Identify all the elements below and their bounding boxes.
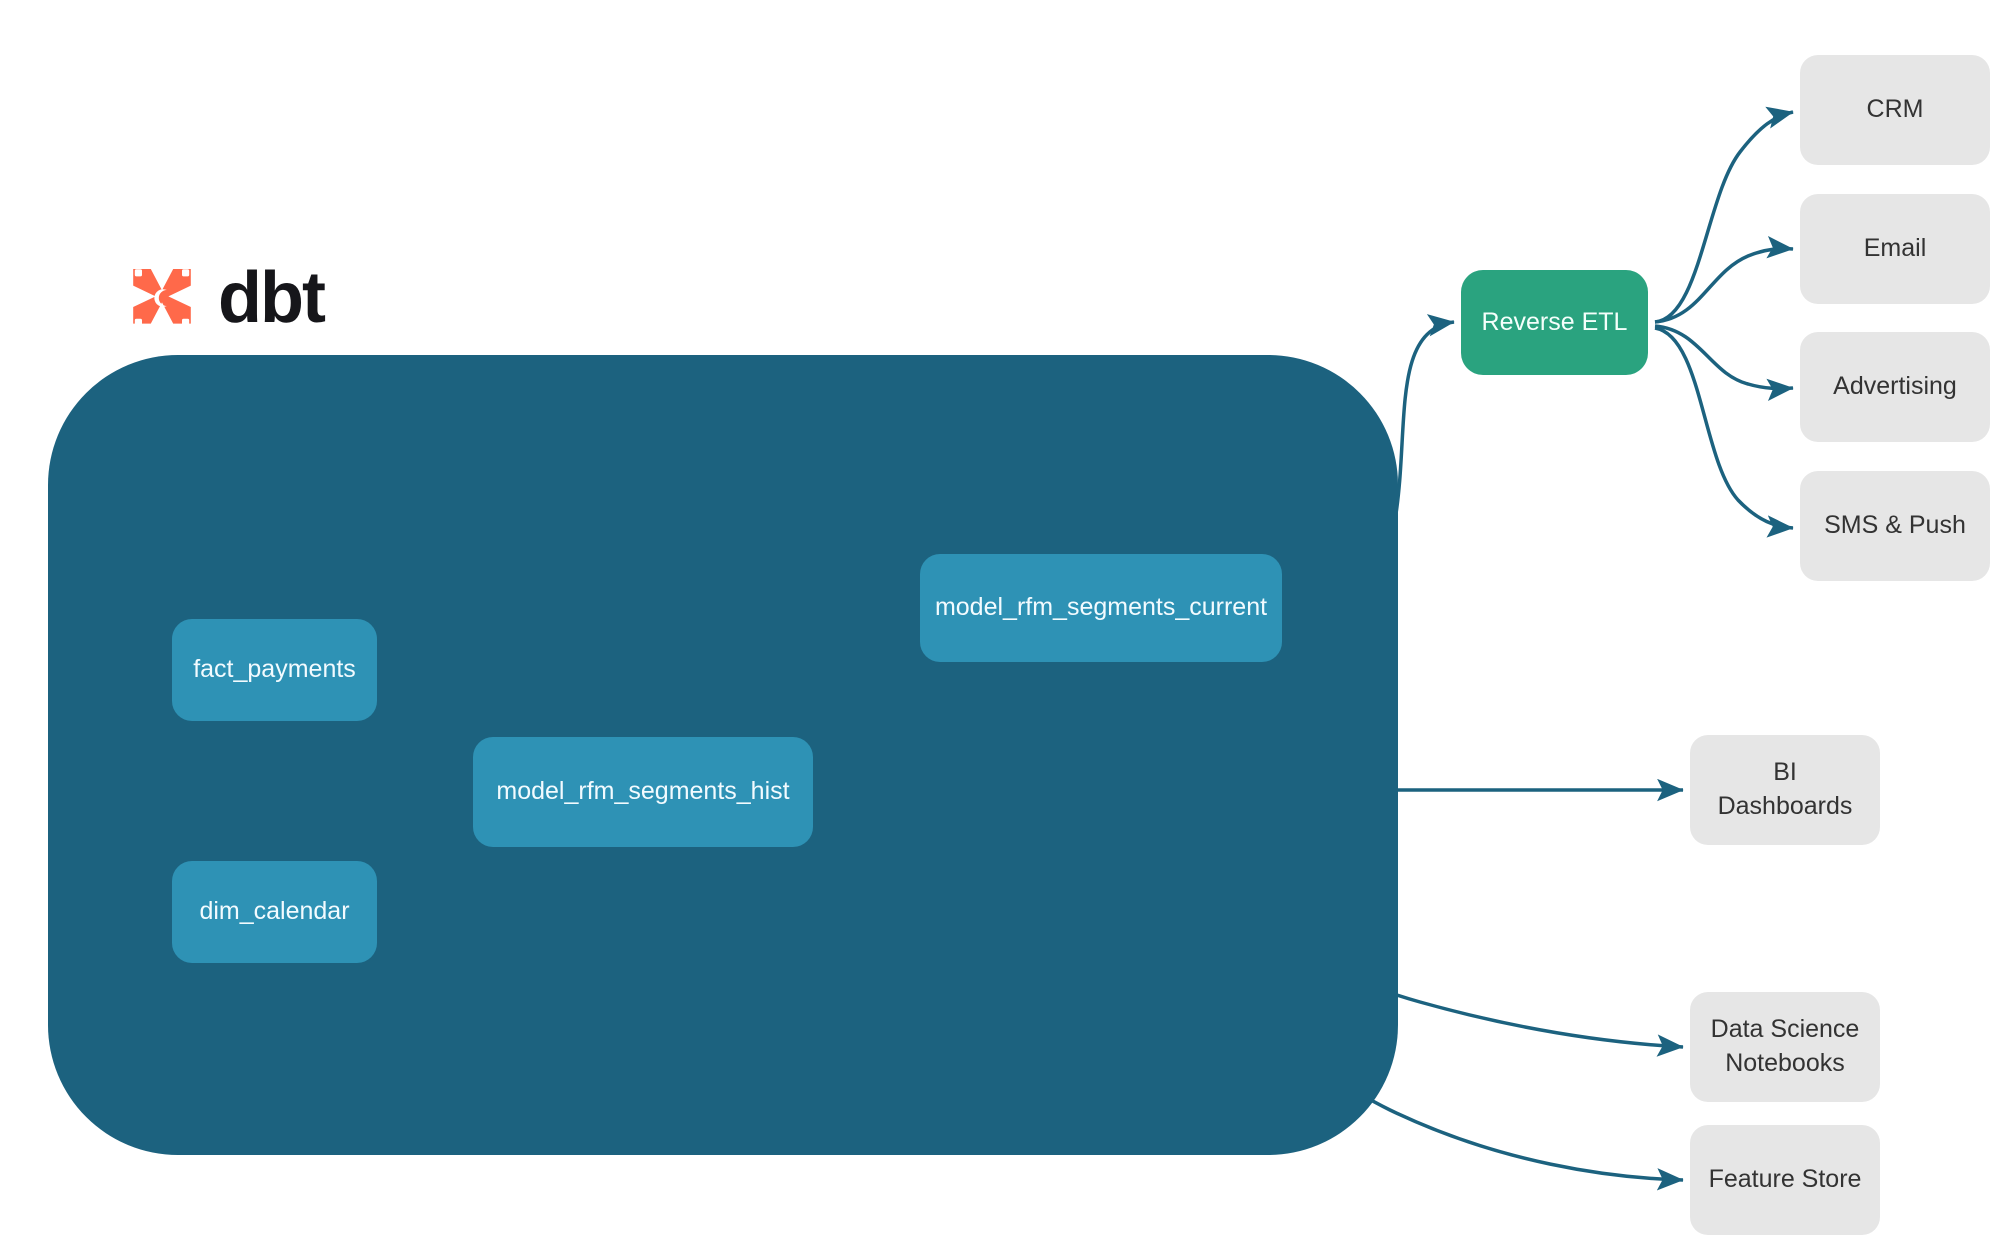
node-label: Data Science Notebooks [1710, 1015, 1860, 1077]
node-sms-push[interactable]: SMS & Push [1800, 471, 1990, 581]
edge-reverse-etl-to-advertising [1654, 324, 1794, 402]
node-label: model_rfm_segments_hist [496, 777, 790, 806]
node-label: Email [1863, 234, 1927, 263]
edge-reverse-etl-to-email [1654, 235, 1794, 324]
node-feature-store[interactable]: Feature Store [1690, 1125, 1880, 1235]
node-label: Reverse ETL [1481, 307, 1628, 336]
node-crm[interactable]: CRM [1800, 55, 1990, 165]
node-label: fact_payments [193, 655, 356, 684]
node-data-science-notebooks[interactable]: Data Science Notebooks [1690, 992, 1880, 1102]
dbt-logo-icon [133, 268, 191, 326]
edge-reverse-etl-to-crm [1654, 106, 1794, 324]
node-label: BI Dashboards [1717, 758, 1853, 820]
node-model-rfm-segments-hist[interactable]: model_rfm_segments_hist [473, 737, 813, 847]
node-label: CRM [1866, 95, 1924, 124]
node-email[interactable]: Email [1800, 194, 1990, 304]
node-fact-payments[interactable]: fact_payments [172, 619, 377, 721]
node-label: SMS & Push [1824, 511, 1966, 540]
node-label: Advertising [1833, 372, 1957, 401]
edge-reverse-etl-to-sms-push [1654, 326, 1794, 538]
node-label: Feature Store [1708, 1165, 1862, 1194]
node-label: dim_calendar [199, 897, 350, 926]
node-advertising[interactable]: Advertising [1800, 332, 1990, 442]
dbt-brand-lockup: dbt [122, 258, 326, 338]
node-reverse-etl[interactable]: Reverse ETL [1461, 270, 1648, 375]
dbt-wordmark: dbt [218, 258, 326, 338]
node-dim-calendar[interactable]: dim_calendar [172, 861, 377, 963]
node-model-rfm-segments-current[interactable]: model_rfm_segments_current [920, 554, 1282, 662]
node-label: model_rfm_segments_current [934, 593, 1268, 622]
node-bi-dashboards[interactable]: BI Dashboards [1690, 735, 1880, 845]
